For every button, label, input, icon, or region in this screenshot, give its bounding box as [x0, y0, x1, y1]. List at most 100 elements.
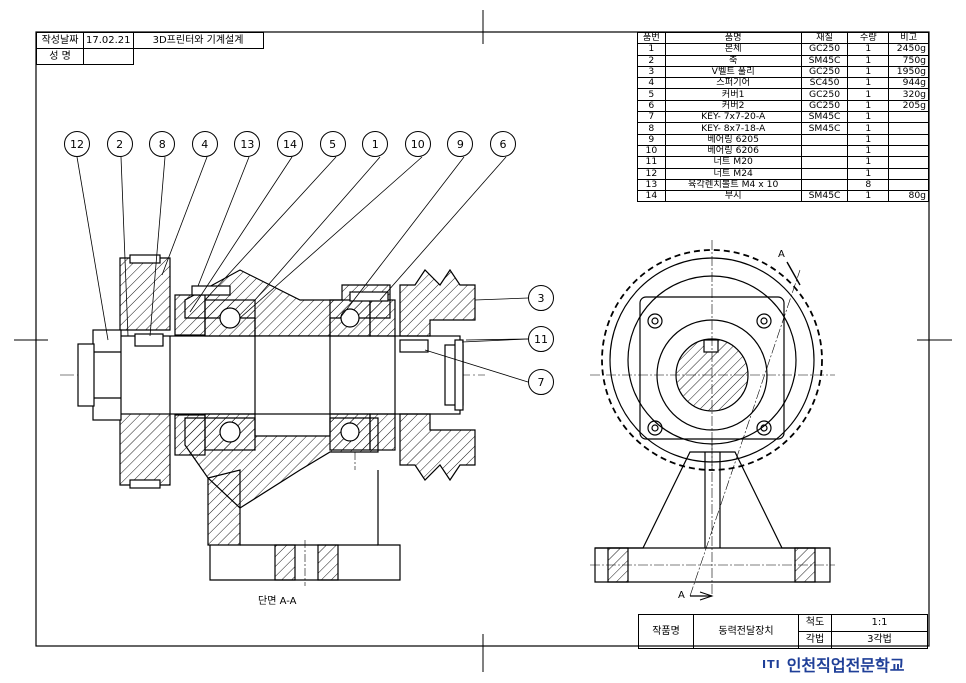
balloon-13: 13: [234, 131, 261, 157]
parts-cell: SM45C: [800, 111, 849, 124]
parts-cell: 1: [847, 190, 890, 203]
name-label: 성 명: [36, 48, 84, 65]
cut-label-bottom: A: [678, 590, 685, 601]
parts-cell: 너트 M24: [664, 167, 802, 180]
parts-cell: 1: [847, 43, 890, 56]
parts-header-cell: 비고: [888, 31, 929, 45]
parts-cell: 5: [637, 88, 666, 101]
projection-label: 각법: [798, 631, 832, 649]
parts-cell: 1: [847, 167, 890, 180]
iti-logo-mark: ITI: [762, 657, 781, 671]
section-caption: 단면 A-A: [258, 596, 297, 607]
parts-cell: GC250: [800, 88, 849, 101]
parts-cell: [800, 156, 849, 169]
parts-cell: 베어링 6205: [664, 133, 802, 146]
course-title: 3D프린터와 기계설계: [132, 32, 264, 49]
parts-cell: GC250: [800, 99, 849, 113]
balloon-8: 8: [149, 131, 176, 157]
balloon-4: 4: [191, 131, 218, 157]
parts-cell: 너트 M20: [664, 156, 802, 169]
parts-cell: 6: [637, 99, 666, 113]
school-name: 인천직업전문학교: [786, 656, 905, 675]
work-label: 작품명: [638, 614, 694, 649]
parts-cell: 육각렌치볼트 M4 x 10: [664, 178, 802, 192]
parts-cell: [888, 167, 929, 180]
parts-cell: V벨트 풀리: [664, 65, 802, 79]
parts-cell: 750g: [888, 54, 929, 67]
parts-cell: 커버1: [664, 88, 802, 101]
parts-cell: KEY- 8x7-18-A: [664, 122, 802, 135]
parts-cell: 8: [637, 122, 666, 135]
projection-value: 3각법: [831, 631, 928, 649]
parts-cell: 4: [637, 77, 666, 90]
parts-header-cell: 품명: [664, 31, 802, 45]
name-value: [83, 48, 134, 65]
parts-cell: 80g: [888, 190, 929, 203]
parts-cell: 3: [637, 65, 666, 79]
parts-cell: 부시: [664, 190, 802, 203]
key-7x7: [399, 339, 429, 353]
parts-cell: SC450: [800, 77, 849, 90]
parts-cell: [888, 111, 929, 124]
parts-cell: [800, 167, 849, 180]
parts-cell: 2450g: [888, 43, 929, 56]
balloon-5: 5: [319, 131, 346, 157]
parts-cell: 축: [664, 54, 802, 67]
section-view: [60, 254, 485, 586]
parts-cell: 1: [847, 65, 890, 79]
parts-cell: 베어링 6206: [664, 144, 802, 158]
parts-cell: 1: [847, 156, 890, 169]
balloon-14: 14: [277, 131, 303, 157]
parts-cell: 1: [847, 54, 890, 67]
parts-cell: 10: [637, 144, 666, 158]
work-value: 동력전달장치: [693, 614, 799, 649]
balloon-10: 10: [404, 131, 431, 157]
parts-cell: 1: [847, 111, 890, 124]
balloon-1: 1: [362, 131, 389, 157]
balloon-9: 9: [447, 131, 474, 157]
parts-cell: [888, 133, 929, 146]
header-table: 작성날짜 17.02.21 3D프린터와 기계설계 성 명: [36, 32, 264, 65]
parts-cell: 1: [847, 133, 890, 146]
parts-cell: GC250: [800, 65, 849, 79]
parts-cell: SM45C: [800, 122, 849, 135]
scale-label: 척도: [798, 614, 832, 632]
parts-cell: 1: [847, 144, 890, 158]
parts-cell: [888, 156, 929, 169]
parts-header-cell: 수량: [847, 31, 890, 45]
parts-header-cell: 품번: [637, 31, 666, 45]
parts-cell: 7: [637, 111, 666, 124]
parts-cell: [800, 133, 849, 146]
parts-cell: [800, 144, 849, 158]
parts-cell: 커버2: [664, 99, 802, 113]
nut-m24: [92, 329, 122, 421]
parts-cell: SM45C: [800, 190, 849, 203]
parts-cell: SM45C: [800, 54, 849, 67]
parts-cell: 320g: [888, 88, 929, 101]
key-8x7: [134, 333, 164, 347]
front-view: [590, 240, 835, 601]
parts-cell: KEY- 7x7-20-A: [664, 111, 802, 124]
parts-cell: 14: [637, 190, 666, 203]
parts-cell: 12: [637, 167, 666, 180]
parts-cell: 스퍼기어: [664, 77, 802, 90]
parts-cell: 1950g: [888, 65, 929, 79]
leader-lines: [76, 156, 529, 383]
parts-cell: GC250: [800, 43, 849, 56]
parts-cell: 11: [637, 156, 666, 169]
parts-cell: 205g: [888, 99, 929, 113]
parts-cell: 1: [847, 77, 890, 90]
parts-cell: 944g: [888, 77, 929, 90]
balloon-12: 12: [64, 131, 90, 157]
